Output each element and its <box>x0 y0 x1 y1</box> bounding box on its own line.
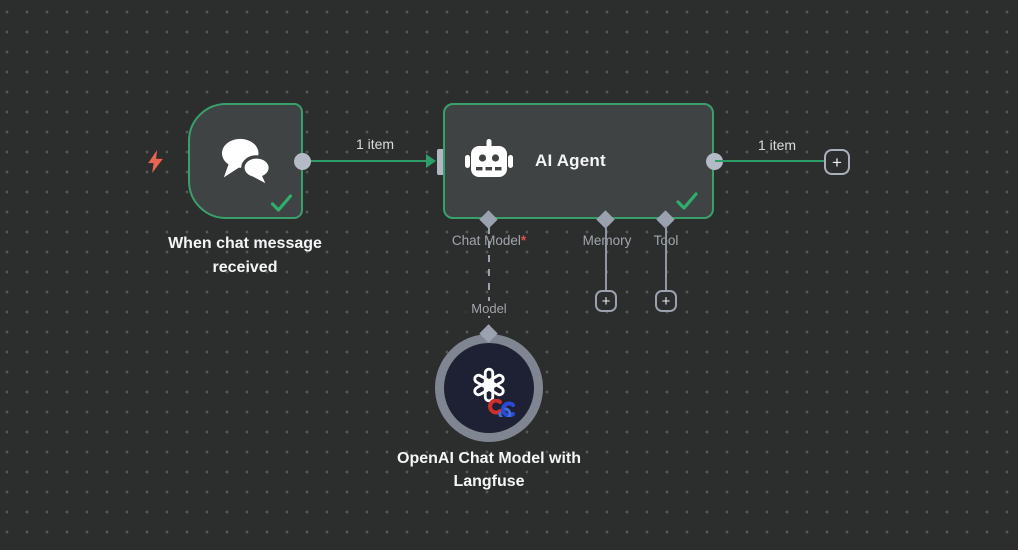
chat-model-connection-line <box>488 227 490 335</box>
connection-item-count: 1 item <box>355 136 395 152</box>
connection-arrow-icon <box>426 154 436 168</box>
success-check-icon <box>676 192 698 210</box>
connection-agent-output <box>715 160 825 162</box>
required-asterisk: * <box>520 233 527 248</box>
add-memory-button[interactable]: + <box>595 290 617 312</box>
langfuse-icon <box>488 399 515 417</box>
port-label-memory: Memory <box>582 233 632 248</box>
model-node-label: OpenAI Chat Model with Langfuse <box>397 450 581 490</box>
success-check-icon <box>270 194 293 212</box>
trigger-output-endpoint[interactable] <box>294 153 311 170</box>
openai-icon <box>473 367 505 403</box>
trigger-node-when-chat-message-received[interactable] <box>188 103 303 219</box>
add-next-node-button[interactable]: + <box>824 149 850 175</box>
trigger-bolt-icon <box>148 150 163 173</box>
port-label-chat-model: Chat Model* <box>451 233 527 248</box>
connection-trigger-to-agent <box>302 160 428 162</box>
robot-icon <box>465 139 513 177</box>
tool-connector-line <box>665 226 667 292</box>
agent-output-endpoint[interactable] <box>706 153 723 170</box>
trigger-node-label: When chat message received <box>168 235 322 276</box>
model-link-label: Model <box>466 301 512 316</box>
ai-agent-node[interactable]: AI Agent <box>443 103 714 219</box>
chat-bubbles-icon <box>221 138 272 187</box>
add-tool-button[interactable]: + <box>655 290 677 312</box>
memory-connector-line <box>605 226 607 292</box>
openai-chat-model-node[interactable] <box>435 334 543 442</box>
agent-input-endpoint[interactable] <box>437 149 447 175</box>
connection-item-count: 1 item <box>757 137 797 153</box>
ai-agent-node-title: AI Agent <box>535 151 606 170</box>
